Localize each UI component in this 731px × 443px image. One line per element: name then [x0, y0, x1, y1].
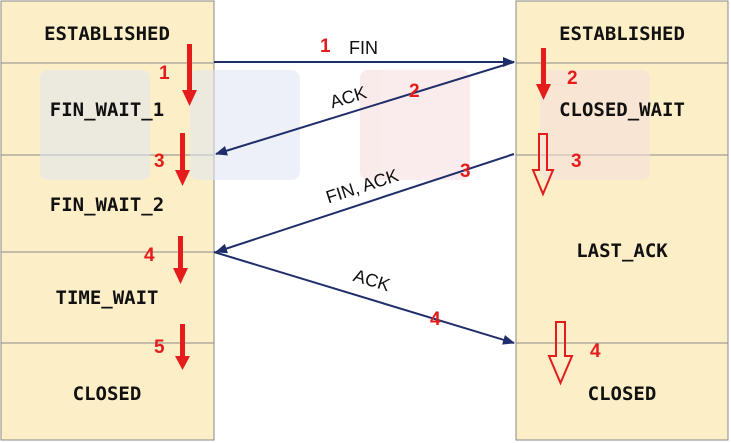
server-step-2-arrow-icon — [536, 48, 551, 100]
client-state-closed: CLOSED — [73, 383, 142, 405]
server-step-4-hollow-arrow-icon — [547, 321, 574, 386]
client-step-1-arrow-icon — [182, 44, 197, 106]
message-arrow-fin-ack — [215, 153, 515, 254]
message-step-4: 4 — [430, 309, 441, 330]
client-state-fin-wait-2: FIN_WAIT_2 — [50, 194, 164, 216]
server-state-closed: CLOSED — [588, 383, 657, 405]
watermark — [40, 70, 650, 180]
message-label-ack-2: ACK — [351, 265, 392, 295]
server-state-established: ESTABLISHED — [559, 23, 685, 45]
message-step-1: 1 — [320, 36, 331, 57]
client-state-established: ESTABLISHED — [44, 23, 170, 45]
server-state-box-last-ack — [515, 154, 729, 344]
server-state-box-established — [515, 0, 729, 64]
watermark-shape-2 — [190, 70, 300, 180]
client-step-5: 5 — [154, 337, 165, 358]
client-step-4: 4 — [144, 245, 155, 266]
watermark-shape-4 — [540, 70, 650, 180]
message-step-3: 3 — [460, 161, 471, 182]
server-state-closed-wait: CLOSED_WAIT — [559, 99, 685, 121]
client-state-fin-wait-1: FIN_WAIT_1 — [50, 99, 164, 121]
server-state-last-ack: LAST_ACK — [576, 240, 668, 262]
client-state-box-established — [0, 0, 215, 64]
message-arrow-ack-1 — [215, 61, 515, 156]
client-state-time-wait: TIME_WAIT — [56, 287, 159, 309]
server-column — [515, 0, 729, 441]
server-step-3-hollow-arrow-icon — [531, 133, 555, 197]
client-step-3-arrow-icon — [175, 133, 190, 186]
watermark-shape-1 — [40, 70, 150, 180]
message-arrow-ack-2 — [213, 251, 515, 345]
client-step-5-arrow-icon — [175, 324, 190, 370]
server-step-3: 3 — [571, 151, 582, 172]
server-step-4: 4 — [590, 341, 601, 362]
watermark-shape-3 — [360, 70, 470, 180]
message-label-fin: FIN — [349, 38, 378, 58]
client-column — [0, 0, 215, 441]
server-step-2: 2 — [567, 68, 578, 89]
client-step-3: 3 — [154, 151, 165, 172]
client-step-4-arrow-icon — [173, 236, 188, 284]
client-step-1: 1 — [159, 63, 170, 84]
message-step-2: 2 — [409, 81, 420, 102]
